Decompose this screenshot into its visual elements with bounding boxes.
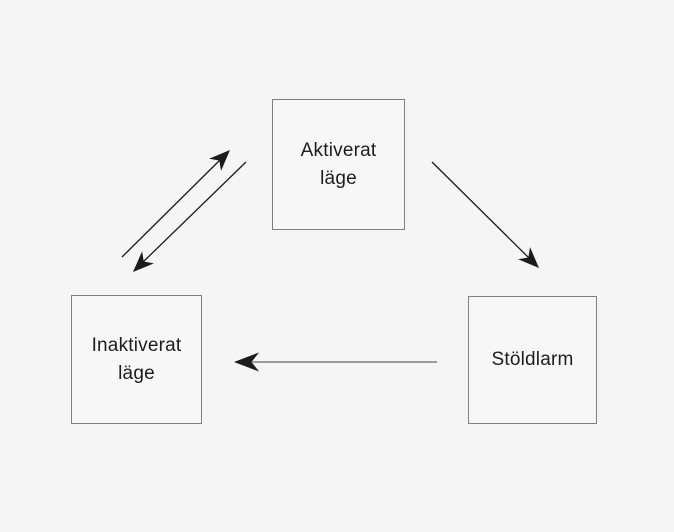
arrow-aktiverat-to-stoldlarm: [431, 161, 539, 268]
node-stoldlarm: Stöldlarm: [468, 296, 597, 424]
node-label-aktiverat-lage: Aktiverat läge: [300, 139, 377, 189]
arrowhead-down-left-icon: [133, 251, 154, 272]
node-inaktiverat-lage: Inaktiverat läge: [71, 295, 202, 424]
arrowhead-up-right-icon: [209, 150, 230, 171]
arrowhead-left-icon: [234, 352, 259, 372]
arrow-stoldlarm-to-inaktiverat: [234, 352, 437, 372]
arrowhead-down-right-icon: [518, 247, 539, 268]
arrow-aktiverat-to-inaktiverat: [133, 161, 247, 272]
arrow-line: [140, 161, 247, 265]
arrow-line: [121, 157, 223, 258]
arrow-line: [431, 161, 532, 261]
node-label-inaktiverat-lage: Inaktiverat läge: [91, 334, 182, 384]
node-aktiverat-lage: Aktiverat läge: [272, 99, 405, 230]
arrow-inaktiverat-to-aktiverat: [121, 150, 230, 258]
node-label-stoldlarm: Stöldlarm: [491, 349, 574, 370]
